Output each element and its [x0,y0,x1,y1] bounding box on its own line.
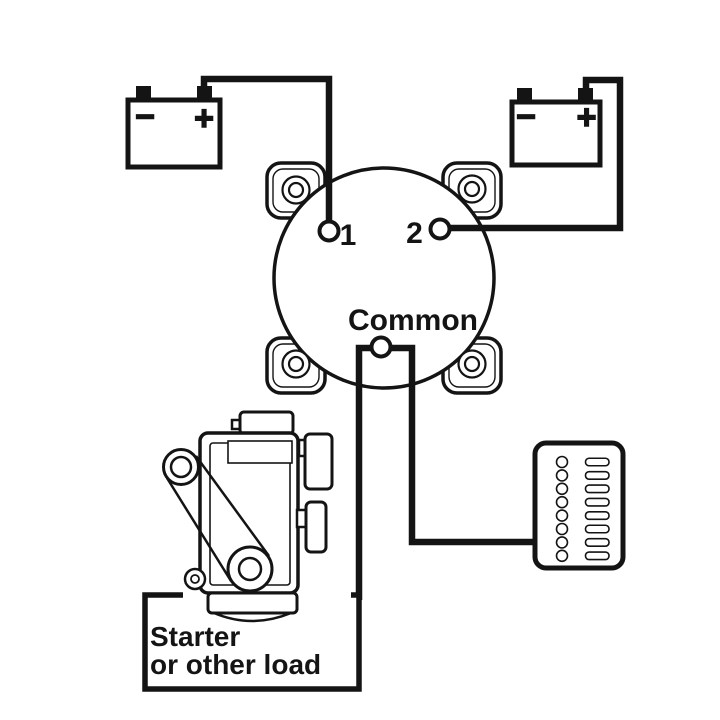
wire-common-to-fuse-panel [381,344,536,546]
fuse-panel-row [555,482,610,496]
switch-mounting-hole [457,349,487,379]
wire-battery2-to-terminal2 [440,76,624,232]
fuse-panel-row [555,549,610,563]
battery-1-positive-symbol: + [194,100,214,138]
switch-mounting-hole [281,349,311,379]
starter-upper-pulley-hub [169,455,193,479]
load-label-line-2: or other load [150,649,321,680]
wires [200,75,624,600]
fuse-panel [532,440,626,571]
wire-battery1-to-terminal1 [200,75,333,231]
battery-1-negative-post [136,86,151,100]
switch-mounting-hole [281,175,311,205]
starter-mount [206,591,299,615]
fuse-panel-row [555,469,610,482]
switch-terminals: 1 2 Common [317,217,478,359]
starter-upper-bracket [303,432,334,491]
terminal-2-label: 2 [406,217,423,250]
fuse-panel-row [555,509,610,522]
fuse-panel-row [555,455,610,469]
starter-wire-lug-hole [190,574,200,584]
battery-switch [265,161,503,395]
battery-2: − + [509,88,603,168]
switch-mounting-hole [457,174,487,204]
starter-top-band [227,440,293,464]
battery-1-body [125,97,223,170]
battery-1: − + [125,86,223,170]
fuse-panel-row [555,522,610,536]
common-terminal-stud [369,335,393,359]
starter-lower-pulley-hub [237,556,263,582]
fuse-panel-row [555,495,610,509]
battery-2-negative-symbol: − [516,98,536,136]
load-label: Starter or other load [150,621,321,680]
starter-motor [162,410,334,623]
battery-2-body [509,99,603,168]
battery-1-negative-symbol: − [135,98,155,136]
starter-cap [238,410,295,436]
terminal-1-label: 1 [340,219,357,252]
starter-belt-line [194,455,271,557]
terminal-2-stud [428,217,452,241]
common-terminal-label: Common [348,304,478,337]
battery-2-positive-symbol: + [577,99,597,137]
starter-lower-bracket [304,500,328,554]
terminal-1-stud [317,219,341,243]
starter-belt-line [165,477,233,582]
load-label-line-1: Starter [150,621,240,652]
battery-2-negative-post [517,88,532,102]
battery-1-positive-post [197,86,212,100]
fuse-panel-row [555,536,610,549]
battery-2-positive-post [578,88,593,102]
